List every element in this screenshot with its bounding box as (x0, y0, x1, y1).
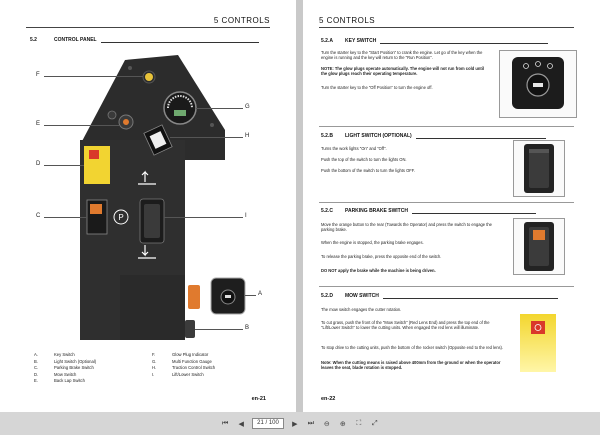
header-rule (26, 27, 270, 28)
para: When the engine is stopped, the parking … (321, 240, 424, 245)
callout-i: I (245, 213, 247, 219)
para: To release the parking brake, press the … (321, 254, 442, 259)
leader-d (44, 165, 84, 166)
legend-item: C.Parking Brake Switch (34, 365, 94, 370)
lift-up-arrow-icon (138, 170, 156, 185)
chapter-title: 5 CONTROLS (319, 16, 376, 25)
section-heading: 5.2 CONTROL PANEL (30, 37, 259, 43)
legend-column-left: A.Key Switch B.Light Switch (Optional) C… (34, 352, 134, 385)
para: To stop drive to the cutting units, push… (321, 345, 504, 350)
legend-item: A.Key Switch (34, 352, 75, 357)
divider (319, 286, 574, 287)
left-page: 5 CONTROLS 5.2 CONTROL PANEL (0, 0, 296, 412)
chapter-title: 5 CONTROLS (213, 16, 270, 25)
legend-item: E.Back Lap Switch (34, 378, 85, 383)
divider (319, 126, 574, 127)
callout-c: C (36, 213, 41, 219)
parking-brake-symbol-icon (113, 209, 129, 225)
leader-a (245, 295, 256, 296)
leader-e (44, 125, 119, 126)
para: The mow switch engages the cutter rotati… (321, 307, 402, 312)
lift-down-arrow-icon (138, 245, 156, 259)
divider (319, 202, 574, 203)
para: Turn the starter key to the "Start Posit… (321, 50, 483, 61)
header-rule (319, 27, 574, 28)
legend-item: H.Traction Control Switch (152, 365, 216, 370)
legend-item: D.Mow Switch (34, 371, 77, 377)
callout-g: G (245, 104, 250, 110)
callout-h: H (245, 133, 250, 139)
first-page-button[interactable]: ⏮ (222, 419, 229, 427)
leader-f (44, 76, 143, 77)
leader-b (195, 329, 243, 330)
para: To cut grass, push the front of the "Mow… (321, 320, 490, 331)
para: Push the bottom of the switch to turn th… (321, 168, 415, 173)
warning: DO NOT apply the brake while the machine… (321, 268, 436, 273)
section-number: 5.2 (30, 37, 37, 43)
mow-switch-figure (512, 312, 564, 374)
page-indicator[interactable]: 21 / 100 (252, 418, 284, 429)
zoom-in-icon[interactable]: ⊕ (339, 420, 346, 428)
legend-item: I.Lift/Lower Switch (152, 371, 204, 377)
legend-item: B.Light Switch (Optional) (34, 358, 97, 364)
callout-f: F (36, 72, 40, 78)
previous-page-button[interactable]: ◀ (238, 420, 244, 428)
fit-page-icon[interactable]: ⛶ (356, 419, 362, 427)
callout-d: D (36, 161, 41, 167)
panel-lower-extension (120, 275, 185, 340)
control-panel-illustration: P (80, 55, 246, 340)
leader-g (196, 108, 243, 109)
page-number: en-22 (321, 396, 336, 402)
key-switch-figure (499, 50, 577, 118)
leader-h (170, 137, 243, 138)
para: Push the top of the switch to turn the l… (321, 157, 407, 162)
glow-plug-indicator-icon (145, 73, 153, 81)
fullscreen-icon[interactable]: ⤢ (372, 419, 378, 427)
leader-i (164, 217, 243, 218)
para: Turn the starter key to the "Off Positio… (321, 85, 433, 90)
parking-brake-figure (513, 218, 565, 275)
leader-c (44, 217, 87, 218)
callout-e: E (36, 121, 41, 127)
light-switch-icon (185, 320, 195, 338)
callout-b: B (245, 325, 250, 331)
note: Note: When the cutting means is raised a… (321, 360, 501, 371)
panel-upper-housing (80, 55, 225, 160)
legend-item: F.Glow Plug Indicator (152, 352, 209, 357)
light-switch-figure (513, 140, 565, 197)
page-number: en-21 (251, 396, 266, 402)
note: NOTE: The glow plugs operate automatical… (321, 66, 484, 77)
heading-line (100, 42, 259, 43)
legend-column-right: F.Glow Plug Indicator G.Multi Function G… (152, 352, 262, 378)
zoom-out-icon[interactable]: ⊖ (323, 420, 330, 428)
svg-text:P: P (118, 213, 123, 222)
para: Turns the work lights "On" and "Off". (321, 146, 387, 151)
section-title: CONTROL PANEL (54, 37, 97, 43)
last-page-button[interactable]: ⏭ (307, 419, 314, 427)
callout-a: A (258, 291, 263, 297)
next-page-button[interactable]: ▶ (292, 420, 298, 428)
viewer-toolbar: ⏮ ◀ 21 / 100 ▶ ⏭ ⊖ ⊕ ⛶ ⤢ (0, 412, 600, 435)
legend-item: G.Multi Function Gauge (152, 358, 212, 364)
para: Move the orange button to the rear (Towa… (321, 222, 492, 233)
